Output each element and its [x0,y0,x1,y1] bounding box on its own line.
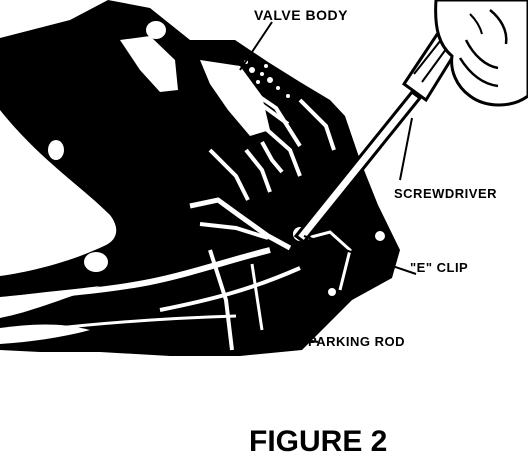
label-screwdriver: SCREWDRIVER [394,186,497,201]
leader-valve-body [239,21,273,71]
figure-caption: FIGURE 2 [249,425,387,458]
leader-parking-rod [267,333,319,343]
transmission-illustration [0,0,400,356]
leader-e-clip [303,235,417,275]
bolts [328,136,385,296]
leader-lines [239,21,417,343]
case-highlights [0,21,270,344]
valve-body-ridges [208,76,336,201]
hand [434,0,528,107]
label-parking-rod: PARKING ROD [308,334,405,349]
linkage-rods [0,197,352,351]
valve-body-texture [244,60,290,98]
label-e-clip: "E" CLIP [410,260,468,275]
label-valve-body: VALVE BODY [254,7,348,23]
leader-screwdriver [399,117,413,181]
